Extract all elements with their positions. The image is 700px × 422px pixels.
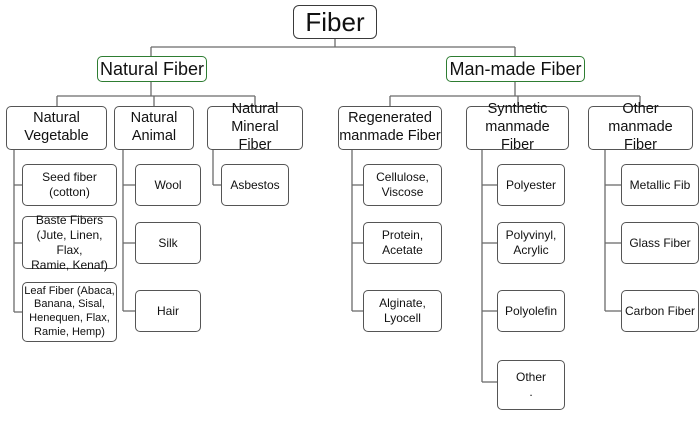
node-regenerated-manmade-fiber: Regenerated manmade Fiber	[338, 106, 442, 150]
leaf-other: Other .	[497, 360, 565, 410]
leaf-asbestos: Asbestos	[221, 164, 289, 206]
node-natural-fiber: Natural Fiber	[97, 56, 207, 82]
leaf-metallic-fiber: Metallic Fib	[621, 164, 699, 206]
node-natural-animal: Natural Animal	[114, 106, 194, 150]
node-natural-vegetable: Natural Vegetable	[6, 106, 107, 150]
node-other-manmade-fiber: Other manmade Fiber	[588, 101, 693, 153]
leaf-cellulose-viscose: Cellulose, Viscose	[363, 164, 442, 206]
node-synthetic-manmade-fiber: Synthetic manmade Fiber	[466, 101, 569, 153]
leaf-polyester: Polyester	[497, 164, 565, 206]
leaf-glass-fiber: Glass Fiber	[621, 222, 699, 264]
leaf-polyvinyl-acrylic: Polyvinyl, Acrylic	[497, 222, 565, 264]
leaf-polyolefin: Polyolefin	[497, 290, 565, 332]
leaf-alginate-lyocell: Alginate, Lyocell	[363, 290, 442, 332]
leaf-silk: Silk	[135, 222, 201, 264]
leaf-protein-acetate: Protein, Acetate	[363, 222, 442, 264]
leaf-wool: Wool	[135, 164, 201, 206]
leaf-baste-fibers: Baste Fibers (Jute, Linen, Flax, Ramie, …	[22, 213, 117, 272]
leaf-leaf-fiber: Leaf Fiber (Abaca, Banana, Sisal, Henequ…	[22, 282, 117, 342]
leaf-carbon-fiber: Carbon Fiber	[621, 290, 699, 332]
leaf-hair: Hair	[135, 290, 201, 332]
node-fiber: Fiber	[293, 5, 377, 39]
node-natural-mineral-fiber: Natural Mineral Fiber	[207, 101, 303, 153]
leaf-seed-fiber: Seed fiber (cotton)	[22, 164, 117, 206]
node-man-made-fiber: Man-made Fiber	[446, 56, 585, 82]
